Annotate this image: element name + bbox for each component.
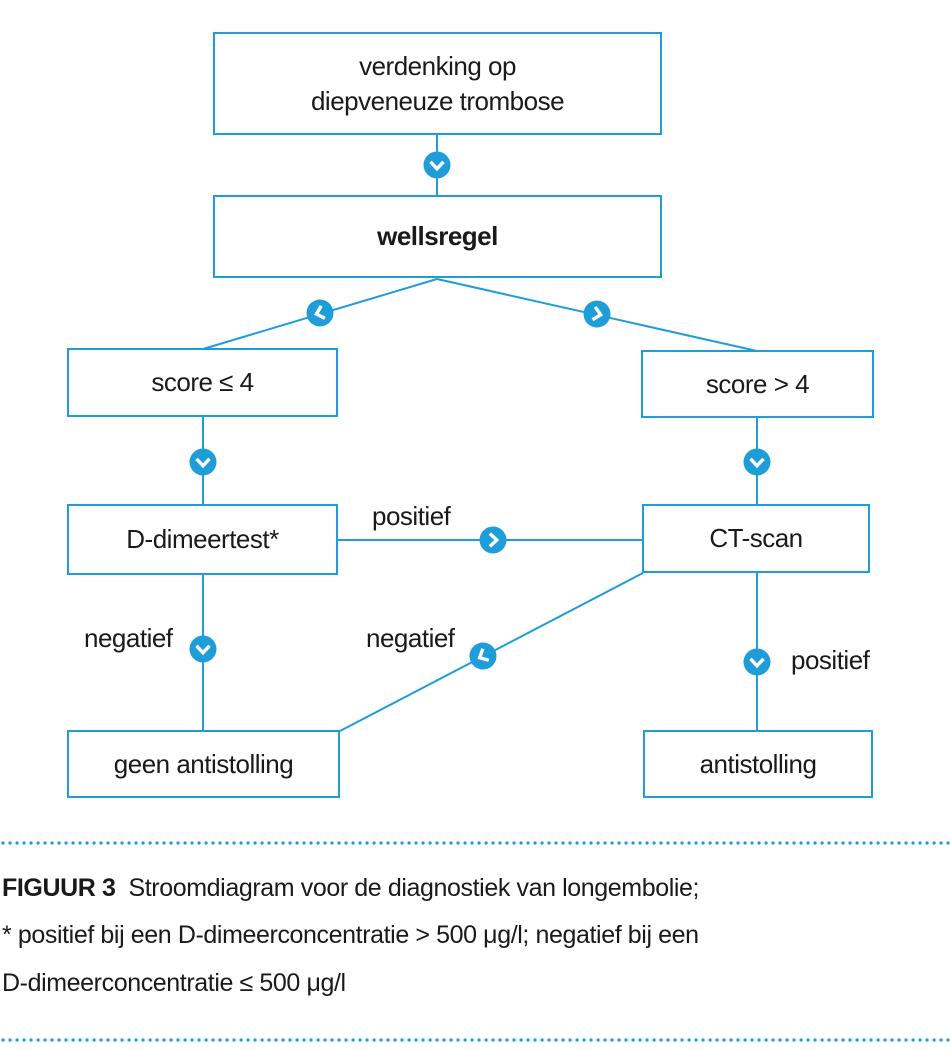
figure-caption-footnote-line1: * positief bij een D-dimeerconcentratie … [2, 921, 699, 949]
node-score-low: score ≤ 4 [67, 348, 338, 417]
arrow-down-left-icon [469, 642, 497, 670]
figure-number-label: FIGUUR 3 [2, 874, 116, 902]
edge-label-positief: positief [791, 645, 870, 675]
node-no-anticoagulation: geen antistolling [67, 730, 340, 798]
node-anticoagulation: antistolling [643, 730, 873, 798]
arrow-down-icon [743, 648, 771, 676]
arrow-down-left-icon [306, 299, 334, 327]
node-suspicion: verdenking op diepveneuze trombose [213, 32, 662, 135]
figure-caption-text: Stroomdiagram voor de diagnostiek van lo… [128, 874, 700, 902]
node-wellsregel: wellsregel [213, 195, 662, 278]
arrow-right-icon [479, 526, 507, 554]
figure-caption-title: FIGUUR 3 Stroomdiagram voor de diagnostie… [2, 874, 700, 903]
node-d-dimer-test: D-dimeertest* [67, 504, 338, 575]
edge-label-positief: positief [372, 501, 451, 531]
arrow-down-icon [743, 448, 771, 476]
arrow-down-icon [423, 151, 451, 179]
arrow-down-icon [189, 635, 217, 663]
arrow-down-right-icon [583, 300, 611, 328]
figure-caption-footnote-line2: D-dimeerconcentratie ≤ 500 μg/l [2, 969, 346, 997]
node-score-high: score > 4 [641, 350, 874, 418]
node-ct-scan: CT-scan [642, 504, 870, 573]
arrow-down-icon [189, 448, 217, 476]
edge-label-negatief: negatief [84, 623, 173, 653]
edge-label-negatief: negatief [366, 623, 455, 653]
